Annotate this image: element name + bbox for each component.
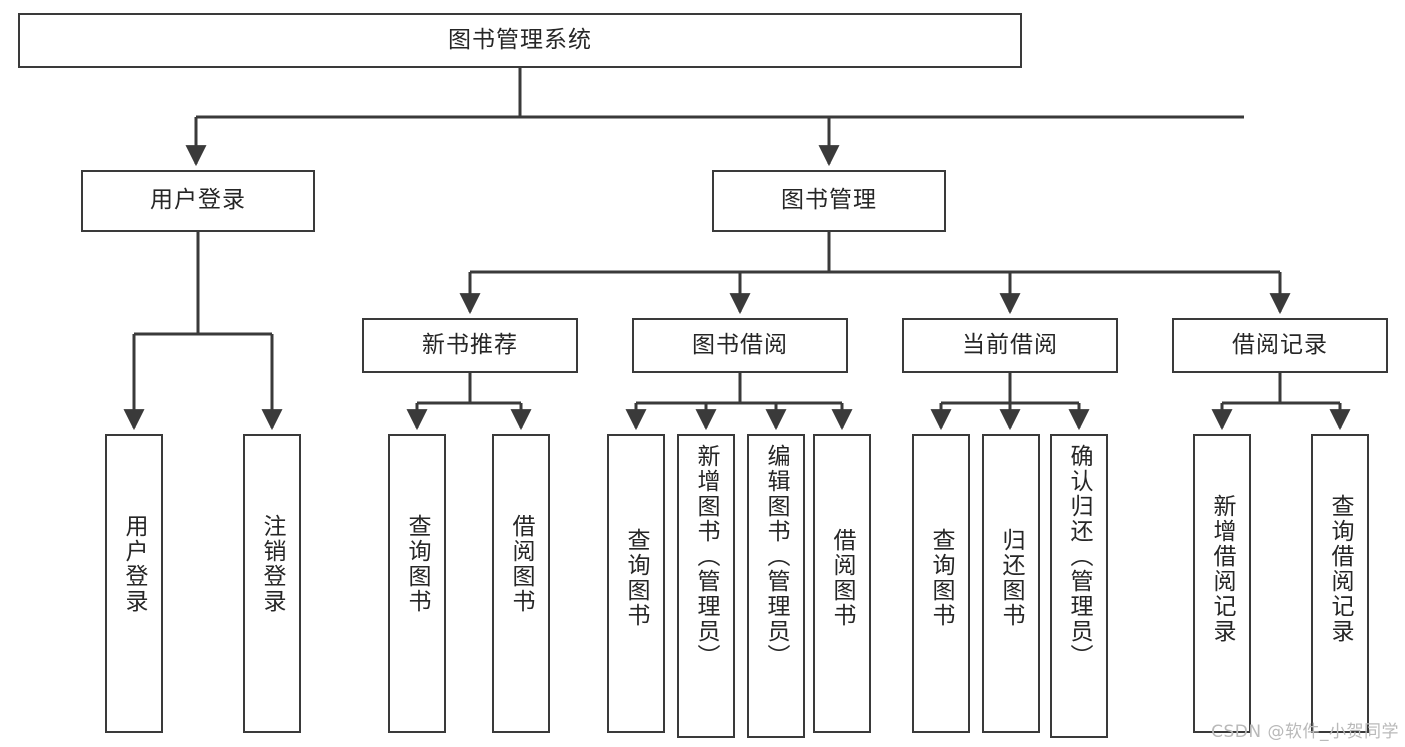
node-label: 图书借阅 xyxy=(692,331,788,358)
node-label: 新增借阅记录 xyxy=(1209,494,1236,644)
node-label: 借阅图书 xyxy=(508,514,535,614)
node-root-system[interactable]: 图书管理系统 xyxy=(18,13,1022,68)
node-label: 借阅记录 xyxy=(1232,331,1328,358)
node-label: 归还图书 xyxy=(998,528,1025,628)
leaf-new-book-query[interactable]: 查询图书 xyxy=(388,434,446,733)
node-user-login[interactable]: 用户登录 xyxy=(81,170,315,232)
node-book-management[interactable]: 图书管理 xyxy=(712,170,946,232)
node-label: 注销登录 xyxy=(259,514,286,614)
node-label: 当前借阅 xyxy=(962,331,1058,358)
node-label: 查询图书 xyxy=(928,528,955,628)
node-label: 图书管理 xyxy=(781,187,877,214)
leaf-borrow-borrow-book[interactable]: 借阅图书 xyxy=(813,434,871,733)
node-label: 用户登录 xyxy=(121,514,148,614)
node-label: 借阅图书 xyxy=(829,528,856,628)
leaf-record-add-record[interactable]: 新增借阅记录 xyxy=(1193,434,1251,733)
node-current-borrow[interactable]: 当前借阅 xyxy=(902,318,1118,373)
node-label: 用户登录 xyxy=(150,187,246,214)
watermark-text: CSDN @软件_小贺同学 xyxy=(1211,722,1399,742)
node-label: 编辑图书（管理员） xyxy=(763,444,790,669)
node-label: 查询借阅记录 xyxy=(1327,494,1354,644)
node-label: 查询图书 xyxy=(623,528,650,628)
leaf-current-query-book[interactable]: 查询图书 xyxy=(912,434,970,733)
leaf-current-confirm-return-admin[interactable]: 确认归还（管理员） xyxy=(1050,434,1108,738)
node-label: 新增图书（管理员） xyxy=(693,444,720,669)
leaf-record-query-record[interactable]: 查询借阅记录 xyxy=(1311,434,1369,733)
node-label: 确认归还（管理员） xyxy=(1066,444,1093,669)
leaf-new-book-borrow[interactable]: 借阅图书 xyxy=(492,434,550,733)
node-label: 图书管理系统 xyxy=(448,26,592,53)
leaf-borrow-add-book-admin[interactable]: 新增图书（管理员） xyxy=(677,434,735,738)
leaf-current-return-book[interactable]: 归还图书 xyxy=(982,434,1040,733)
node-borrow-record[interactable]: 借阅记录 xyxy=(1172,318,1388,373)
leaf-borrow-query-book[interactable]: 查询图书 xyxy=(607,434,665,733)
leaf-user-login-signin[interactable]: 用户登录 xyxy=(105,434,163,733)
leaf-user-login-signout[interactable]: 注销登录 xyxy=(243,434,301,733)
node-label: 新书推荐 xyxy=(422,331,518,358)
leaf-borrow-edit-book-admin[interactable]: 编辑图书（管理员） xyxy=(747,434,805,738)
node-book-borrow[interactable]: 图书借阅 xyxy=(632,318,848,373)
node-label: 查询图书 xyxy=(404,514,431,614)
node-new-book-recommend[interactable]: 新书推荐 xyxy=(362,318,578,373)
